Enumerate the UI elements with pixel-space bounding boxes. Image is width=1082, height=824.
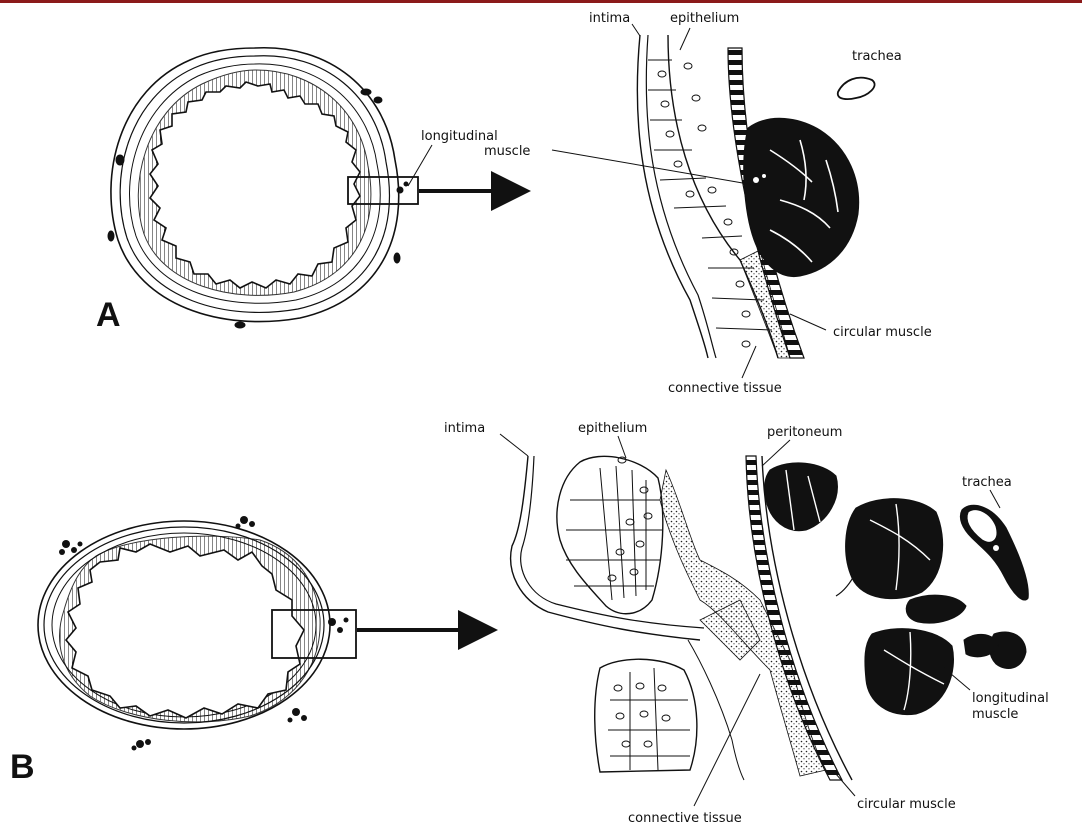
panel-b-overview-ring <box>38 516 349 751</box>
panel-b-epithelial-cells-upper <box>566 457 662 600</box>
panel-a-label-intima: intima <box>589 11 630 26</box>
panel-b-epithelial-cells-lower <box>608 668 690 770</box>
panel-b-detail <box>500 434 1028 806</box>
panel-b-label-circular-muscle: circular muscle <box>857 797 956 812</box>
panel-a-trachea <box>838 78 875 99</box>
panel-a-letter: A <box>96 296 121 334</box>
panel-b-letter: B <box>10 748 35 786</box>
panel-a-label-epithelium: epithelium <box>670 11 739 26</box>
panel-b-label-intima: intima <box>444 421 485 436</box>
panel-a-detail <box>408 24 875 378</box>
panel-a-label-connective-tissue: connective tissue <box>668 381 782 396</box>
panel-b: B intima epithelium peritoneum trachea l… <box>10 421 1049 824</box>
panel-b-longitudinal-muscle-masses <box>765 463 1026 715</box>
panel-a-label-trachea: trachea <box>852 49 902 64</box>
panel-b-label-trachea: trachea <box>962 475 1012 490</box>
panel-a-label-muscle: muscle <box>484 144 530 159</box>
panel-b-label-peritoneum: peritoneum <box>767 425 842 440</box>
panel-b-label-epithelium: epithelium <box>578 421 647 436</box>
panel-a: A intima epithelium trachea longitudinal… <box>96 11 932 396</box>
panel-b-label-longitudinal: longitudinal <box>972 691 1049 706</box>
panel-b-trachea <box>960 505 1028 600</box>
panel-a-label-circular-muscle: circular muscle <box>833 325 932 340</box>
panel-b-label-connective-tissue: connective tissue <box>628 811 742 824</box>
panel-a-label-longitudinal: longitudinal <box>421 129 498 144</box>
panel-b-label-muscle: muscle <box>972 707 1018 722</box>
panel-a-overview-ring <box>108 48 408 328</box>
